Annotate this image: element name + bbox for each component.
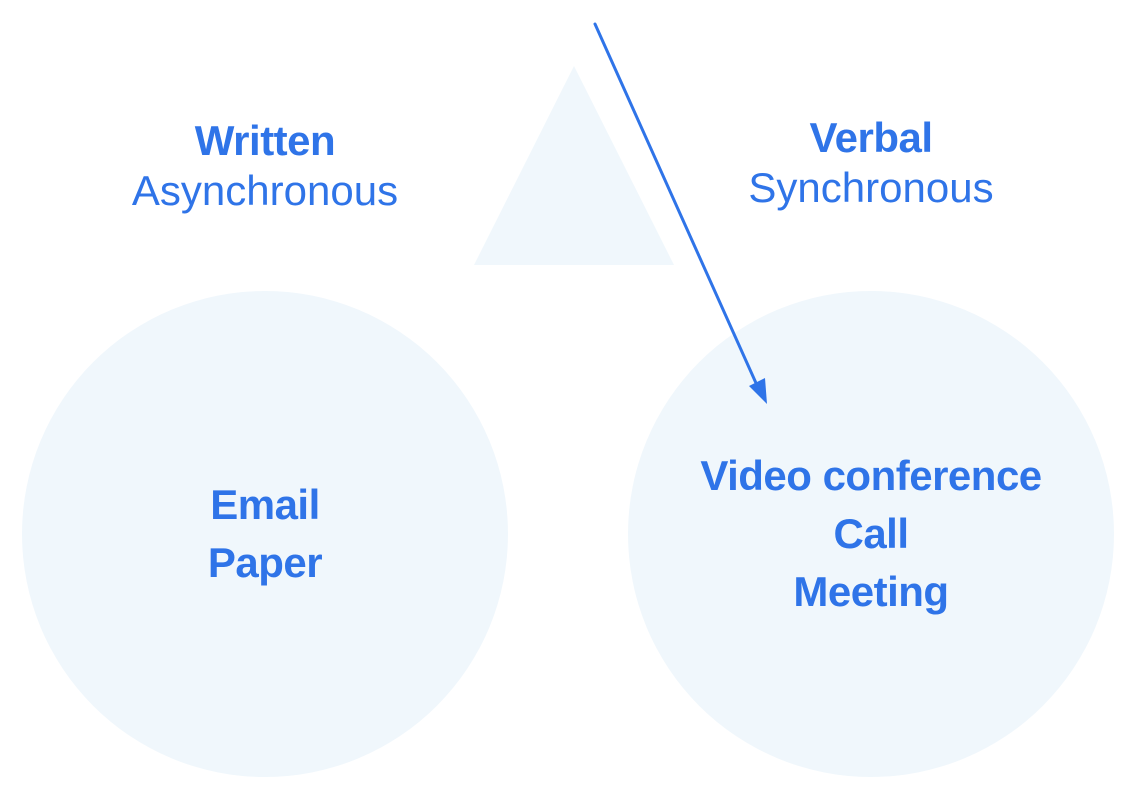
written-item-paper: Paper [207,539,323,586]
written-item-email: Email [210,481,320,528]
written-title: Written [194,117,336,164]
verbal-item-call: Call [833,510,909,557]
verbal-label: Verbal Synchronous [711,113,1031,213]
verbal-item-meeting: Meeting [793,568,949,615]
written-circle: Email Paper [22,291,508,777]
asynchronous-subtitle: Asynchronous [131,167,399,214]
verbal-circle: Video conference Call Meeting [628,291,1114,777]
verbal-title: Verbal [809,114,933,161]
synchronous-subtitle: Synchronous [748,164,994,211]
written-label: Written Asynchronous [100,116,430,216]
verbal-item-video-conference: Video conference [700,452,1042,499]
